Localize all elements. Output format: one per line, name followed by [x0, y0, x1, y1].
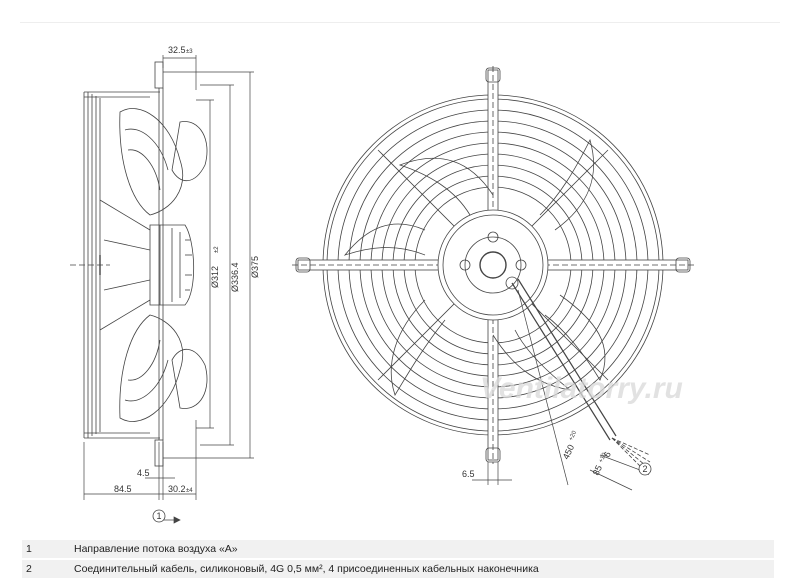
legend-row: 2 Соединительный кабель, силиконовый, 4G…	[22, 560, 774, 580]
callout-2-circle	[638, 462, 652, 476]
dim-32-5-tol: ±3	[186, 49, 193, 55]
dim-6-5: 6.5	[462, 469, 475, 479]
technical-drawing: 1 32.5 ±3 Ø312 ±2 Ø336.4 Ø375 4.5 84.5 3…	[70, 45, 694, 524]
legend-table: 1 Направление потока воздуха «А» 2 Соеди…	[22, 540, 774, 580]
side-lower-blade-tip	[171, 348, 208, 409]
callout-1-label: 1	[156, 511, 161, 521]
dim-375: Ø375	[250, 256, 260, 278]
dim-450-tol: +20	[568, 429, 578, 441]
dim-85-tol: +10	[598, 451, 608, 463]
legend-row-text: Соединительный кабель, силиконовый, 4G 0…	[74, 563, 539, 575]
dim-6: 6	[602, 450, 613, 459]
top-rule	[20, 22, 780, 23]
side-upper-blade	[119, 108, 183, 216]
watermark: Ventilatorry.ru	[480, 372, 683, 405]
side-mounting-ring	[154, 61, 164, 467]
callout-2-label: 2	[642, 464, 647, 474]
dim-336: Ø336.4	[230, 262, 240, 292]
dim-4-5: 4.5	[137, 468, 150, 478]
legend-row: 1 Направление потока воздуха «А»	[22, 540, 774, 560]
dim-450: 450	[561, 443, 576, 461]
legend-row-number: 1	[26, 543, 32, 555]
side-motor-hub	[149, 224, 195, 306]
side-upper-blade-tip	[171, 121, 208, 182]
legend-row-number: 2	[26, 563, 32, 575]
side-lower-blade	[119, 314, 183, 422]
front-blades	[343, 138, 606, 396]
side-dimension-lines	[83, 55, 254, 524]
front-view	[292, 66, 694, 477]
dim-84-5: 84.5	[114, 484, 132, 494]
dim-312: Ø312	[210, 266, 220, 288]
dim-85: 85	[591, 464, 604, 477]
front-dimension-labels: 6.5 450 +20 6 85 +10	[462, 429, 613, 479]
front-dimension-lines	[472, 289, 641, 491]
dim-312-tol: ±2	[214, 246, 220, 253]
front-motor-hub	[437, 209, 549, 321]
dim-30-2: 30.2	[168, 484, 186, 494]
dim-32-5: 32.5	[168, 45, 186, 55]
legend-row-text: Направление потока воздуха «А»	[74, 543, 238, 555]
callout-1-circle	[152, 509, 166, 523]
side-view	[70, 61, 208, 467]
side-dimension-labels: 32.5 ±3 Ø312 ±2 Ø336.4 Ø375 4.5 84.5 30.…	[114, 45, 260, 494]
side-guard-grille	[70, 91, 160, 439]
dim-30-2-tol: ±4	[186, 488, 193, 494]
